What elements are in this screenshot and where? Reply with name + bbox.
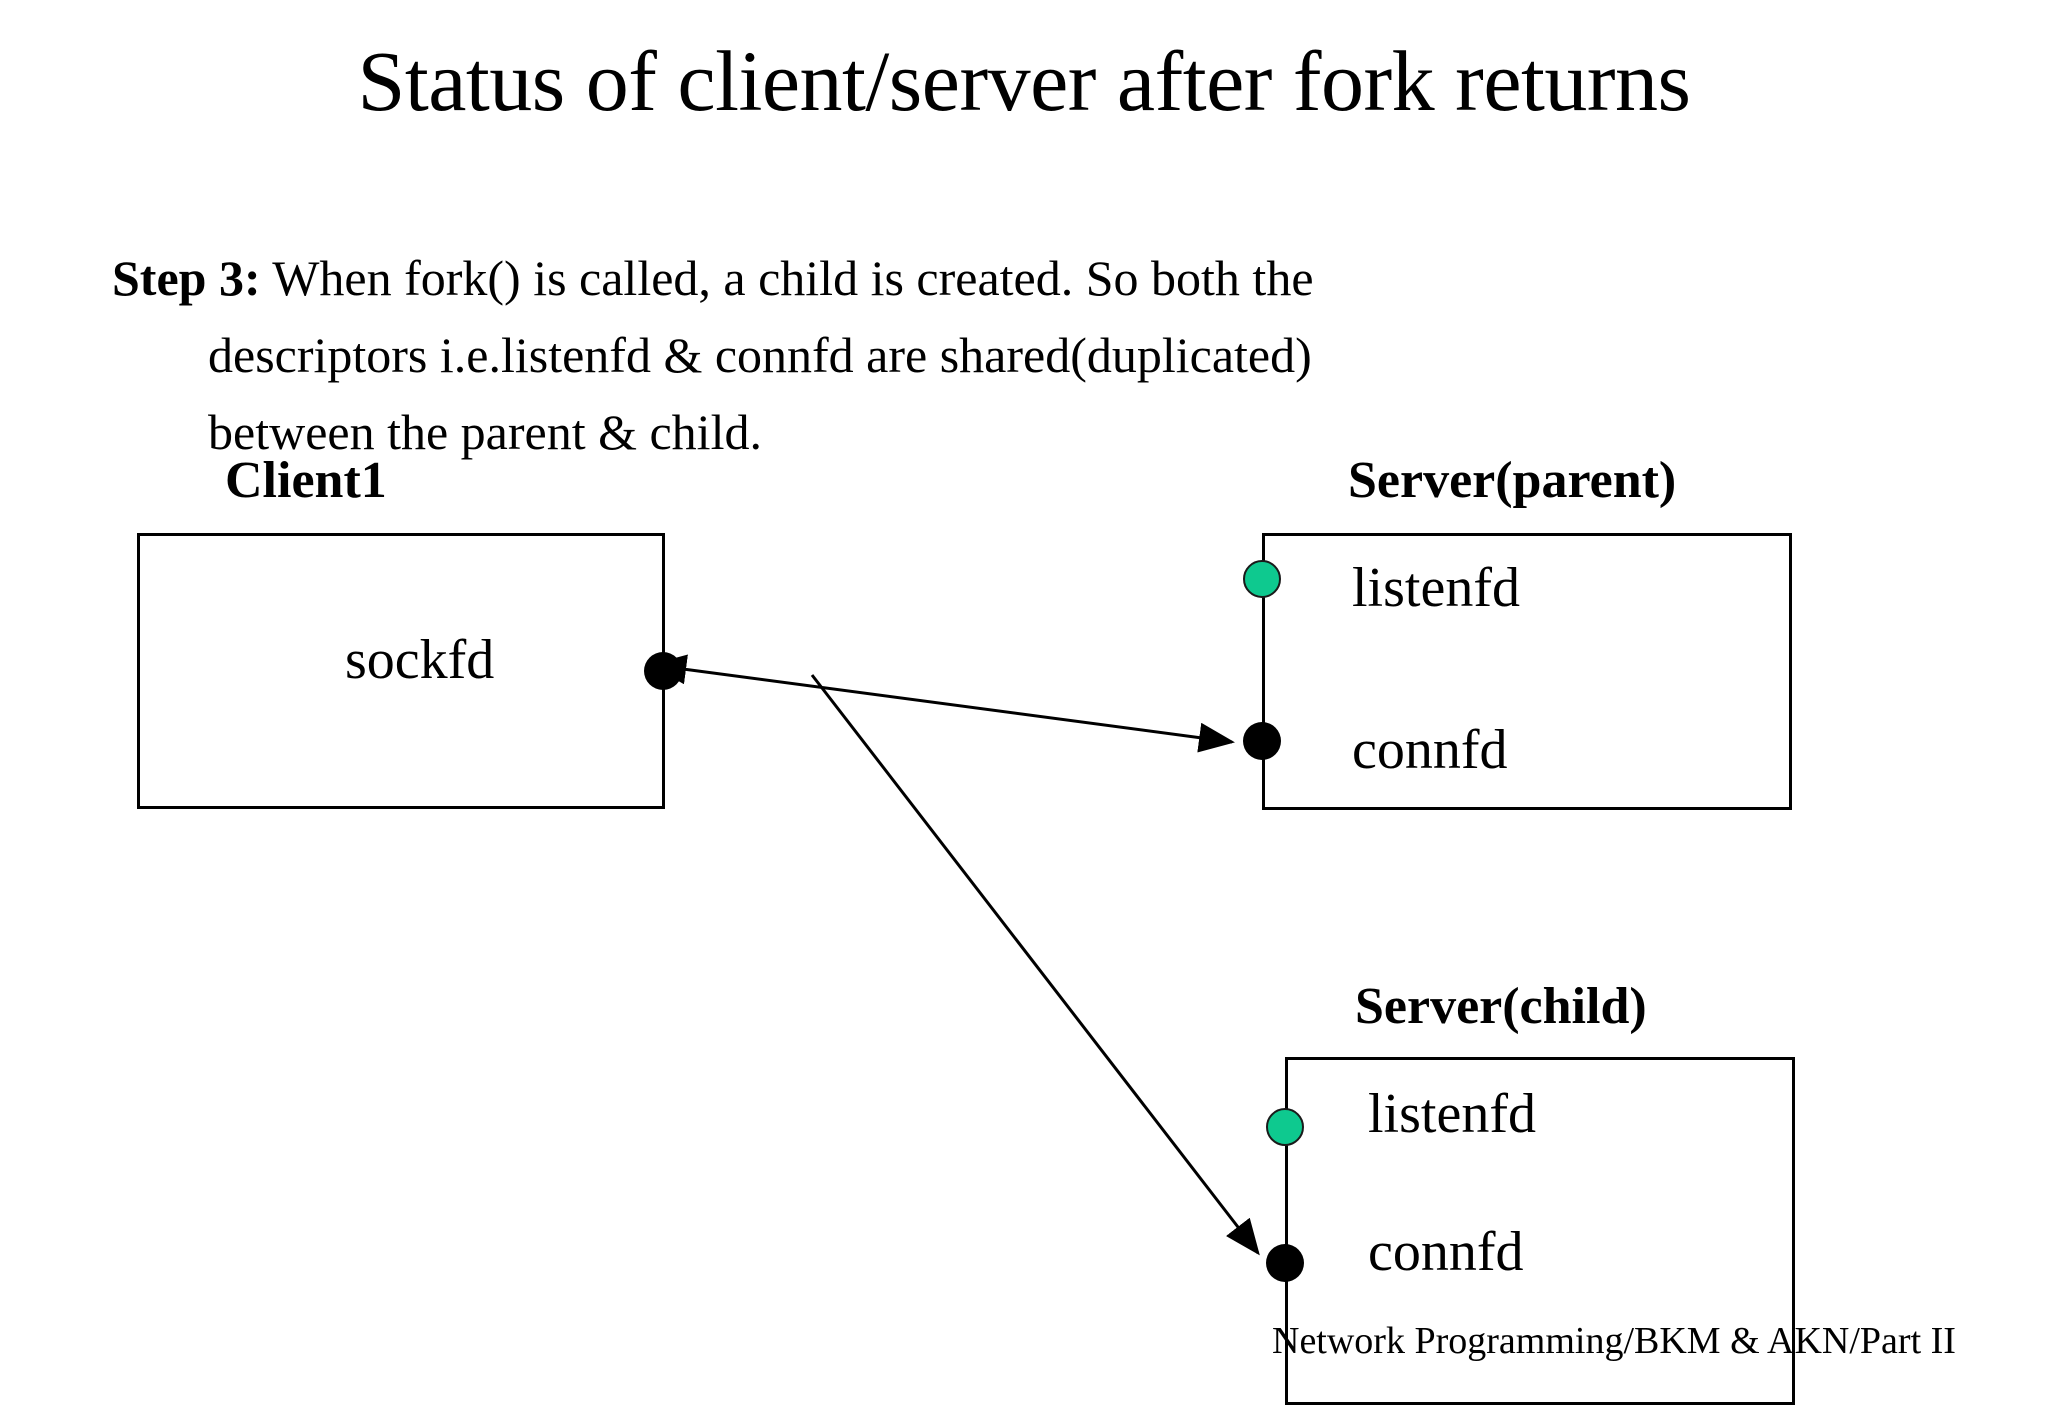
step-description-line-3: between the parent & child. <box>208 404 762 460</box>
client1-sockfd-label: sockfd <box>345 629 495 691</box>
step-description-line-2: descriptors i.e.listenfd & connfd are sh… <box>208 327 1312 383</box>
server-child-listenfd-dot <box>1266 1108 1304 1146</box>
arrow-client-to-parent-connfd <box>650 654 1235 753</box>
server-parent-listenfd-dot <box>1243 560 1281 598</box>
server-parent-label: Server(parent) <box>1348 452 1677 509</box>
client1-sockfd-dot <box>644 652 682 690</box>
server-child-connfd-dot <box>1266 1244 1304 1282</box>
step-label: Step 3: <box>112 250 261 306</box>
server-parent-connfd-label: connfd <box>1352 719 1508 781</box>
arrow-branch-to-child-connfd <box>810 674 1260 1256</box>
server-child-listenfd-label: listenfd <box>1368 1083 1536 1145</box>
server-child-connfd-label: connfd <box>1368 1221 1524 1283</box>
server-parent-box <box>1262 533 1792 810</box>
server-child-label: Server(child) <box>1355 978 1647 1035</box>
footer-note: Network Programming/BKM & AKN/Part II <box>1272 1320 1956 1362</box>
step-description-line-1: Step 3: When fork() is called, a child i… <box>112 240 1732 317</box>
step-description-text-1: When fork() is called, a child is create… <box>260 250 1314 306</box>
server-child-box <box>1285 1057 1795 1405</box>
page-title: Status of client/server after fork retur… <box>357 33 1692 129</box>
step-description: Step 3: When fork() is called, a child i… <box>112 240 1732 471</box>
client1-label: Client1 <box>225 452 387 509</box>
server-parent-listenfd-label: listenfd <box>1352 557 1520 619</box>
server-parent-connfd-dot <box>1243 722 1281 760</box>
